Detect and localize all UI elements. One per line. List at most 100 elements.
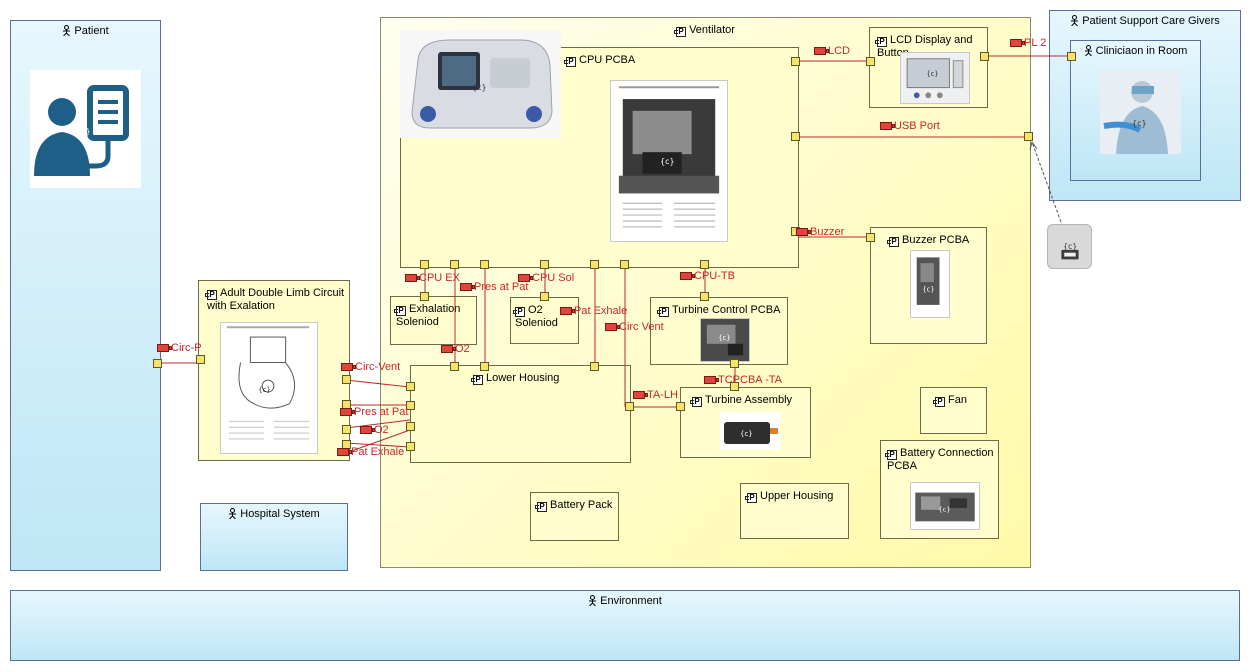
port[interactable]	[980, 52, 989, 61]
port[interactable]	[676, 402, 685, 411]
port[interactable]	[866, 233, 875, 242]
port[interactable]	[342, 375, 351, 384]
svg-text:{c}: {c}	[1132, 119, 1147, 128]
part-icon: P	[745, 493, 757, 503]
port-icon	[633, 391, 648, 399]
patient-iv-icon: {c}	[30, 70, 141, 188]
actor-icon	[1070, 15, 1079, 29]
port-icon	[157, 344, 172, 352]
usb-drive-icon: {c}	[1047, 224, 1092, 269]
svg-text:{c}: {c}	[922, 286, 934, 294]
port[interactable]	[540, 292, 549, 301]
port[interactable]	[420, 292, 429, 301]
part-icon: P	[394, 306, 406, 316]
port[interactable]	[620, 260, 629, 269]
port[interactable]	[791, 132, 800, 141]
actor-icon	[62, 25, 71, 39]
port[interactable]	[480, 260, 489, 269]
port[interactable]	[730, 359, 739, 368]
part-label: Battery Pack	[550, 499, 613, 511]
lcd-photo: {c}	[900, 52, 970, 104]
port-icon	[341, 363, 356, 371]
part-icon: P	[564, 57, 576, 67]
port-icon	[605, 323, 620, 331]
circuit-figure: {c}	[220, 322, 318, 454]
port[interactable]	[153, 359, 162, 368]
port[interactable]	[450, 362, 459, 371]
actor-label: Patient Support Care Givers	[1082, 15, 1220, 27]
port[interactable]	[196, 355, 205, 364]
part-label: CPU PCBA	[579, 54, 636, 66]
actor-label: Cliniciaon in Room	[1095, 45, 1188, 57]
port[interactable]	[590, 260, 599, 269]
port-label-pat-exhale-left: Pat Exhale	[337, 446, 404, 458]
part-label: Buzzer PCBA	[902, 234, 970, 246]
part-icon: P	[205, 290, 217, 300]
port[interactable]	[1024, 132, 1033, 141]
svg-text:{c}: {c}	[938, 506, 950, 514]
port[interactable]	[700, 260, 709, 269]
part-label: Ventilator	[689, 24, 735, 36]
clinician-photo: {c}	[1100, 70, 1181, 154]
port[interactable]	[625, 402, 634, 411]
port[interactable]	[406, 401, 415, 410]
part-icon: P	[513, 307, 525, 317]
buzzer-photo: {c}	[910, 250, 950, 318]
port[interactable]	[406, 382, 415, 391]
port[interactable]	[480, 362, 489, 371]
actor-icon	[1084, 45, 1093, 59]
part-icon: P	[887, 237, 899, 247]
port[interactable]	[590, 362, 599, 371]
ventilator-photo: {c}	[400, 30, 561, 138]
svg-text:{c}: {c}	[76, 127, 91, 136]
svg-text:{c}: {c}	[740, 430, 753, 438]
port-label-cpu-sol: CPU Sol	[518, 272, 574, 284]
part-icon: P	[933, 397, 945, 407]
port[interactable]	[791, 57, 800, 66]
hospital-actor[interactable]: Hospital System	[200, 503, 348, 571]
part-label: Adult Double Limb Circuit with Exalation	[207, 287, 345, 312]
port-label-circ-vent: Circ Vent	[605, 321, 664, 333]
svg-text:{c}: {c}	[718, 334, 730, 342]
port[interactable]	[866, 57, 875, 66]
port-icon	[337, 448, 352, 456]
port-icon	[880, 122, 895, 130]
port[interactable]	[342, 425, 351, 434]
port-label-pat-exhale: Pat Exhale	[560, 305, 627, 317]
port[interactable]	[406, 422, 415, 431]
port-icon	[796, 228, 811, 236]
port-label-ta-lh: TA-LH	[633, 389, 678, 401]
part-icon: P	[674, 27, 687, 37]
port[interactable]	[406, 442, 415, 451]
part-icon: P	[690, 397, 702, 407]
port[interactable]	[730, 382, 739, 391]
port[interactable]	[540, 260, 549, 269]
part-icon: P	[875, 37, 887, 47]
actor-icon	[588, 595, 597, 609]
part-icon: P	[535, 502, 547, 512]
port-icon	[340, 408, 355, 416]
environment-actor[interactable]: Environment	[10, 590, 1240, 661]
port-label-circ-vent-left: Circ-Vent	[341, 361, 400, 373]
port-label-circ-p: Circ-P	[157, 342, 202, 354]
port[interactable]	[450, 260, 459, 269]
port-icon	[560, 307, 575, 315]
actor-label: Hospital System	[240, 508, 320, 520]
part-label: O2 Soleniod	[515, 304, 558, 329]
port[interactable]	[1067, 52, 1076, 61]
port[interactable]	[700, 292, 709, 301]
actor-label: Patient	[74, 25, 109, 37]
port-label-buzzer: Buzzer	[796, 226, 844, 238]
port[interactable]	[420, 260, 429, 269]
port-icon	[360, 426, 375, 434]
port-label-o2: O2	[441, 343, 470, 355]
port-label-cpu-ex: CPU EX	[405, 272, 460, 284]
part-label: Turbine Assembly	[705, 394, 793, 406]
port-label-o2-left: O2	[360, 424, 389, 436]
